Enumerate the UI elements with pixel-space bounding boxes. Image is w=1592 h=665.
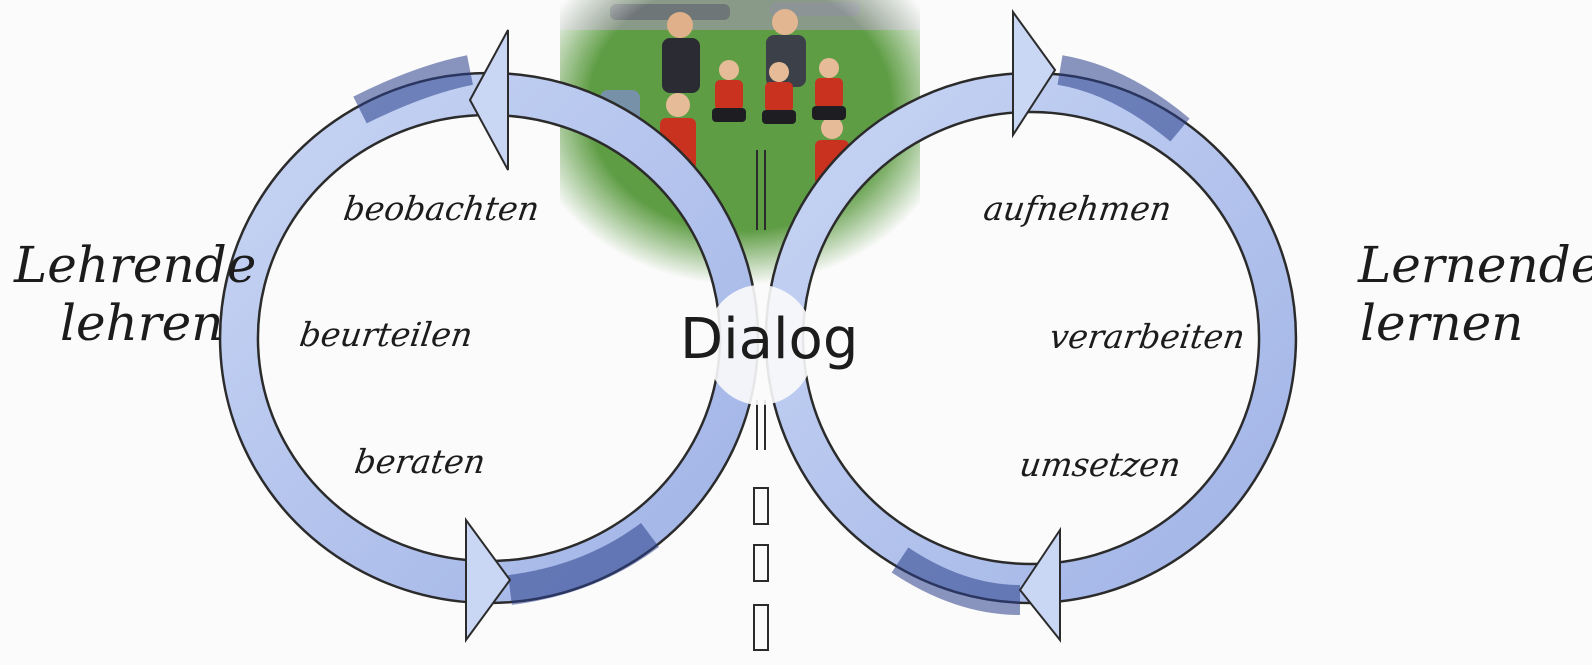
right-title-line1: Lernende [1358, 236, 1592, 294]
right-step-1: aufnehmen [981, 189, 1175, 228]
center-label: Dialog [680, 307, 859, 372]
left-step-3: beraten [352, 442, 488, 481]
left-title-line1: Lehrende [14, 236, 257, 294]
center-divider [753, 150, 769, 651]
left-step-2: beurteilen [297, 315, 476, 354]
right-step-3: umsetzen [1017, 445, 1184, 484]
right-title-line2: lernen [1360, 294, 1524, 352]
left-title-line2: lehren [60, 294, 224, 352]
left-loop [218, 29, 760, 644]
right-loop [764, 8, 1298, 643]
left-step-1: beobachten [341, 189, 542, 228]
right-step-2: verarbeiten [1047, 317, 1248, 356]
